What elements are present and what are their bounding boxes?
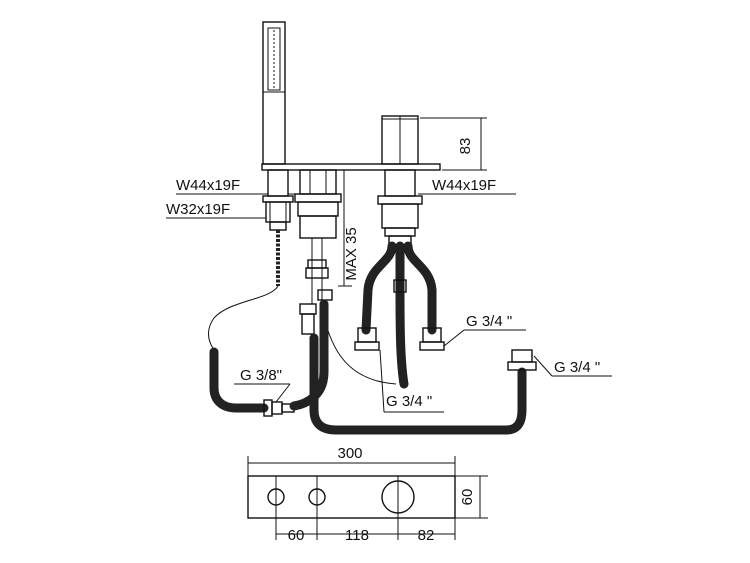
label-w44-right: W44x19F bbox=[432, 177, 496, 194]
label-g34-center: G 3/4 " bbox=[386, 393, 432, 410]
plate-width-value: 300 bbox=[337, 445, 362, 462]
supply-hose bbox=[289, 299, 537, 435]
hand-shower bbox=[262, 21, 286, 165]
diverter-body bbox=[294, 169, 342, 335]
shower-hose-guide bbox=[262, 169, 294, 286]
max-value: MAX 35 bbox=[343, 227, 360, 280]
max-dimension: MAX 35 bbox=[338, 169, 370, 287]
deck-plate-side bbox=[261, 115, 441, 171]
shower-hose bbox=[208, 285, 295, 417]
label-g34-upper-right: G 3/4 " bbox=[466, 313, 512, 330]
height-value: 83 bbox=[457, 138, 474, 155]
spacing-a-value: 60 bbox=[288, 527, 305, 544]
label-g34-far-right: G 3/4 " bbox=[554, 359, 600, 376]
plate-depth-value: 60 bbox=[459, 489, 476, 506]
spacing-b-value: 118 bbox=[345, 527, 369, 544]
label-g38: G 3/8" bbox=[240, 367, 282, 384]
height-dimension: 83 bbox=[420, 117, 487, 171]
spacing-c-value: 82 bbox=[418, 527, 435, 544]
label-w32-left: W32x19F bbox=[166, 201, 230, 218]
label-w44-left: W44x19F bbox=[176, 177, 240, 194]
mixer-body bbox=[354, 169, 445, 389]
plate-top-view: 300 60 118 82 60 bbox=[247, 445, 488, 544]
callouts: W44x19F W32x19F W44x19F G 3/8" G 3/4 " G… bbox=[166, 177, 612, 413]
